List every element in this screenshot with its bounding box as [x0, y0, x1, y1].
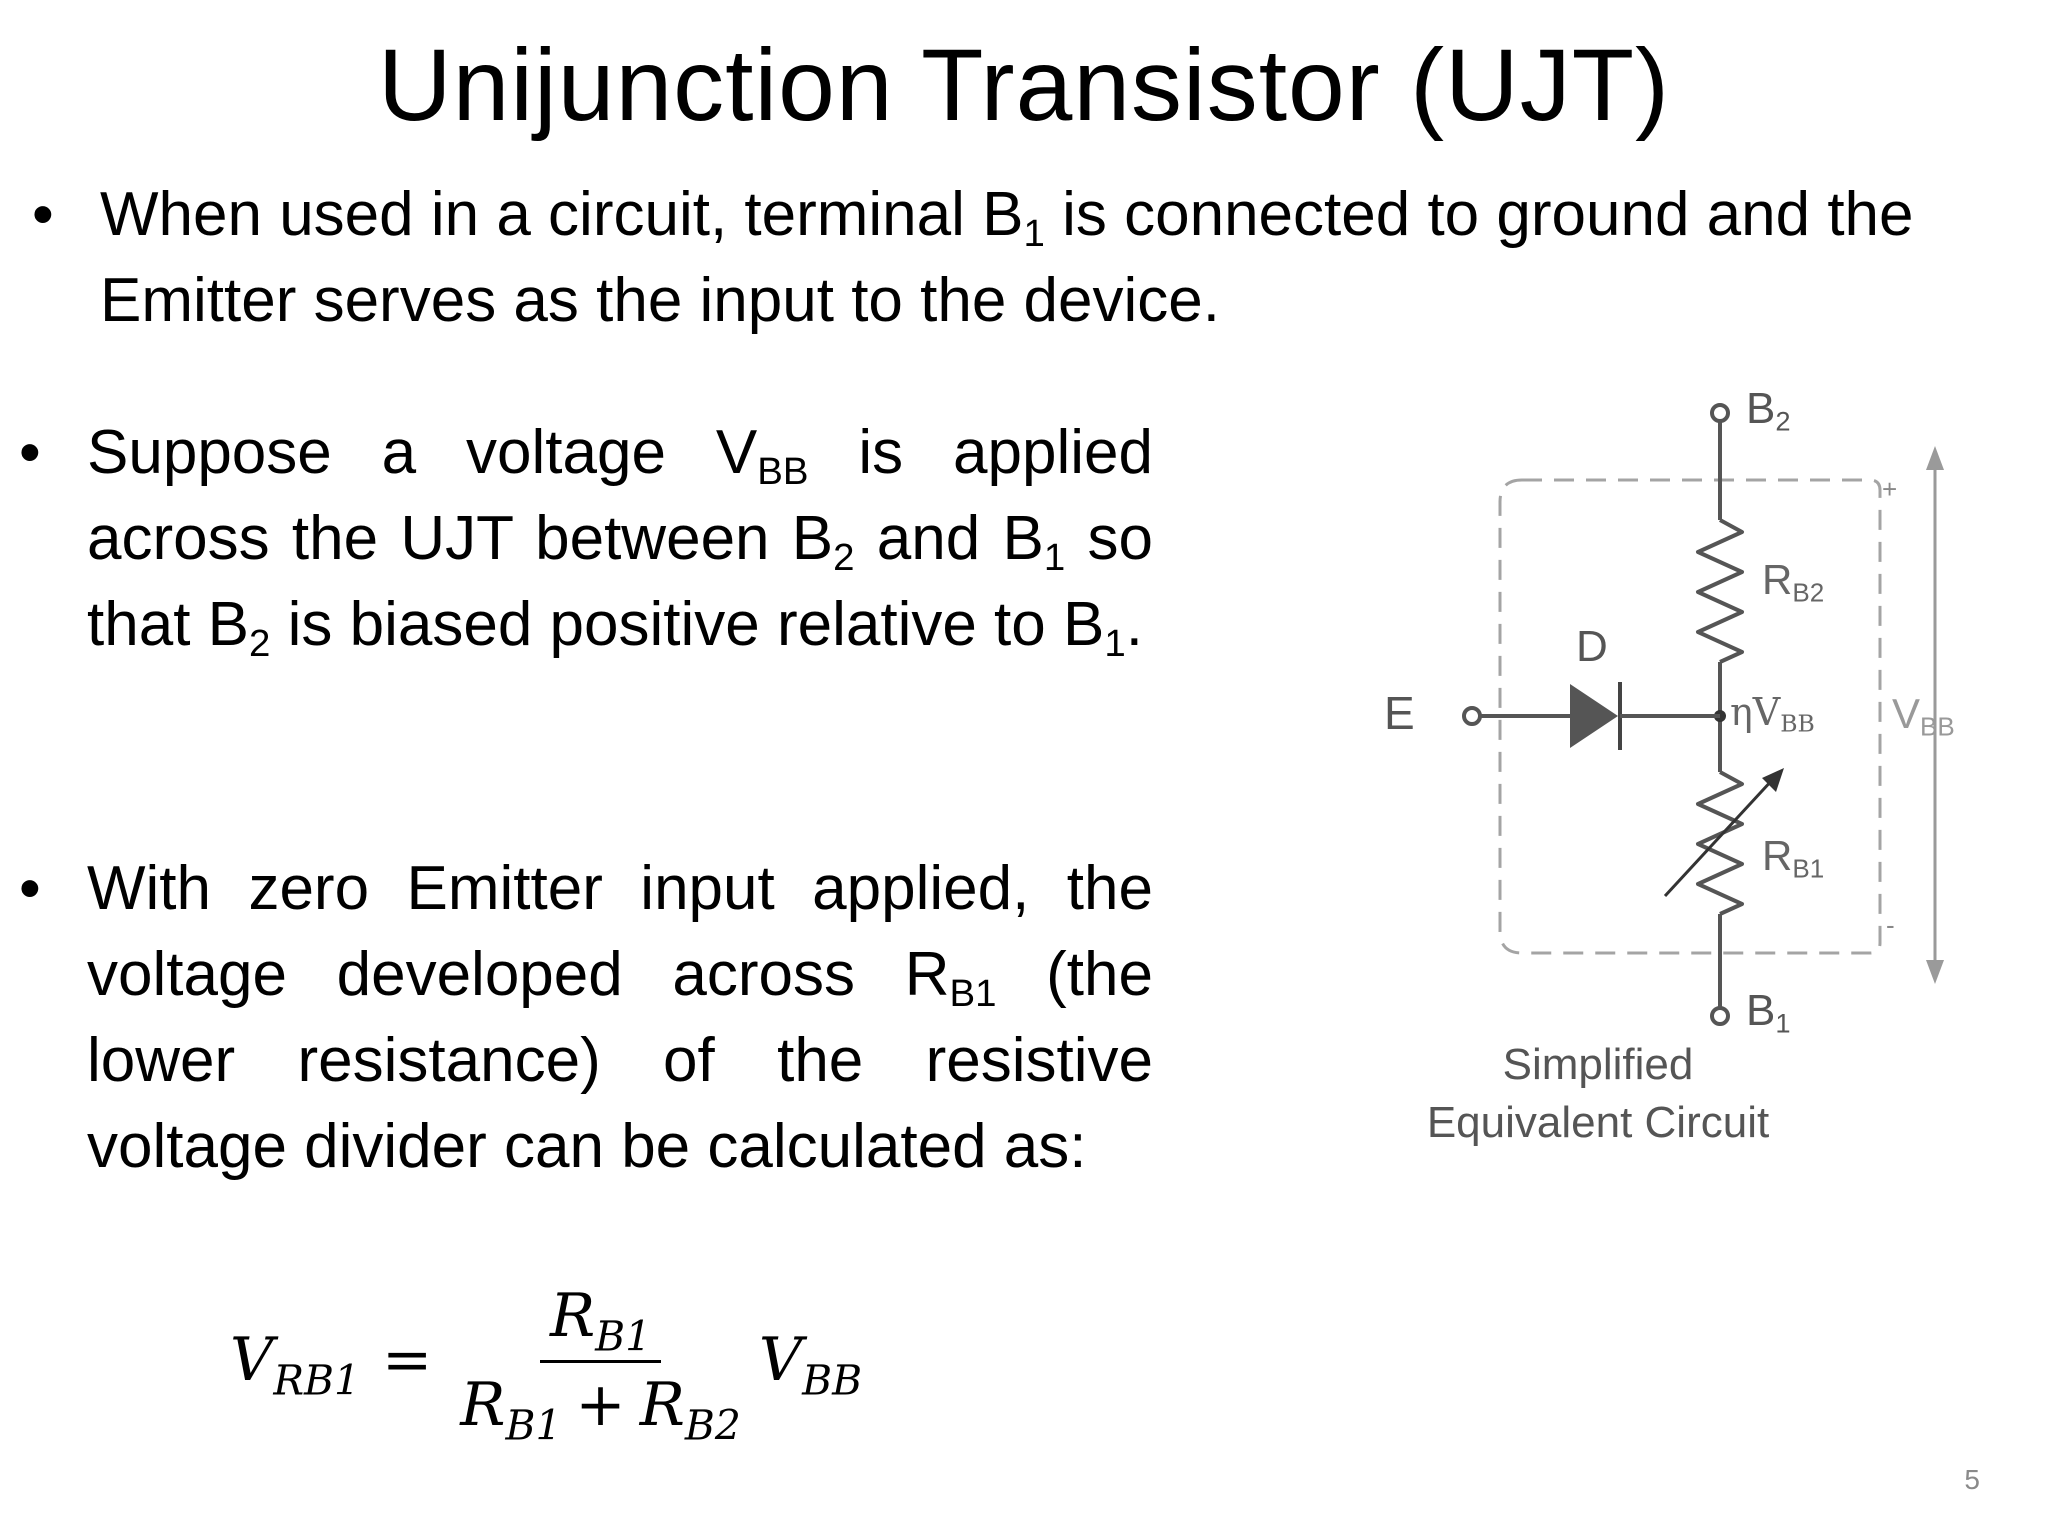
fraction-numerator: RB1 — [539, 1280, 662, 1363]
symbol: V — [230, 1325, 274, 1395]
bullet-marker: • — [19, 854, 41, 923]
subscript: BB — [802, 1356, 863, 1405]
bullet-marker: • — [19, 418, 41, 487]
symbol: B — [1746, 384, 1776, 433]
fraction: RB1 RB1+RB2 — [450, 1280, 751, 1446]
caption-line: Simplified — [1502, 1040, 1694, 1089]
label-minus: - — [1886, 910, 1895, 940]
subscript: 2 — [1775, 405, 1791, 437]
label-b1: B1 — [1746, 986, 1791, 1039]
symbol: V — [1892, 690, 1921, 737]
subscript: BB — [1920, 711, 1955, 738]
bullet-text: so that B — [87, 504, 1153, 659]
plus-sign: + — [575, 1369, 626, 1440]
symbol: R — [639, 1369, 685, 1440]
subscript: B1 — [1792, 853, 1825, 884]
subscript: B1 — [949, 971, 997, 1015]
label-vbb: VBB — [1892, 690, 1992, 738]
subscript: 2 — [833, 535, 855, 579]
symbol: ηV — [1730, 690, 1781, 734]
label-plus: + — [1882, 474, 1898, 504]
subscript: BB — [757, 449, 809, 493]
voltage-divider-formula: VRB1 = RB1 RB1+RB2 VBB — [230, 1270, 862, 1450]
subscript: 1 — [1104, 621, 1126, 665]
fraction-denominator: RB1+RB2 — [450, 1363, 751, 1446]
subscript: B1 — [505, 1400, 562, 1449]
subscript: B2 — [684, 1400, 741, 1449]
symbol: V — [758, 1325, 803, 1395]
bullet-voltage-divider: • With zero Emitter input applied, the v… — [19, 846, 1153, 1190]
bullet-text: is applied across the UJT between B — [87, 418, 1154, 573]
label-eta-vbb: ηVBB — [1730, 690, 1815, 735]
label-emitter: E — [1384, 687, 1415, 739]
label-rb1: RB1 — [1762, 832, 1825, 884]
bullet-vbb-bias: • Suppose a voltage VBB is applied acros… — [19, 410, 1154, 668]
circuit-diagram-panel — [1388, 380, 2048, 1536]
subscript: BB — [1780, 709, 1815, 738]
bullet-text: Suppose a voltage V — [87, 418, 758, 487]
symbol: B — [1746, 986, 1776, 1035]
bullet-text: . — [1125, 590, 1143, 659]
bullet-text: (the lower resistance) of the resistive … — [87, 940, 1153, 1181]
caption-line: Equivalent Circuit — [1426, 1098, 1770, 1147]
symbol: R — [460, 1369, 506, 1440]
subscript: B1 — [595, 1311, 652, 1360]
bullet-text: and B — [854, 504, 1044, 573]
subscript: 2 — [249, 621, 271, 665]
label-diode: D — [1576, 622, 1608, 671]
slide-title: Unijunction Transistor (UJT) — [378, 28, 1670, 142]
subscript: B2 — [1792, 577, 1825, 608]
bullet-text: With zero Emitter input applied, the vol… — [87, 854, 1153, 1009]
bullet-marker: • — [32, 180, 54, 249]
bullet-text: When used in a circuit, terminal B — [100, 180, 1024, 249]
formula-lhs: VRB1 — [230, 1325, 360, 1401]
subscript: 1 — [1775, 1007, 1791, 1039]
diagram-caption: Simplified Equivalent Circuit — [1398, 1036, 1798, 1152]
subscript: 1 — [1023, 211, 1045, 255]
symbol: R — [1762, 832, 1793, 879]
bullet-text: is connected to ground and the Emitter s… — [100, 180, 1914, 335]
label-rb2: RB2 — [1762, 556, 1825, 608]
bullet-ground-connection: • When used in a circuit, terminal B1 is… — [32, 172, 2000, 344]
equals-sign: = — [382, 1325, 433, 1395]
formula-rhs: VBB — [758, 1325, 862, 1401]
bullet-text: is biased positive relative to B — [270, 590, 1105, 659]
subscript: RB1 — [273, 1356, 360, 1405]
symbol: R — [1762, 556, 1793, 603]
symbol: R — [549, 1280, 596, 1351]
subscript: 1 — [1043, 535, 1066, 579]
label-b2: B2 — [1746, 384, 1791, 437]
page-number: 5 — [1964, 1464, 1980, 1495]
